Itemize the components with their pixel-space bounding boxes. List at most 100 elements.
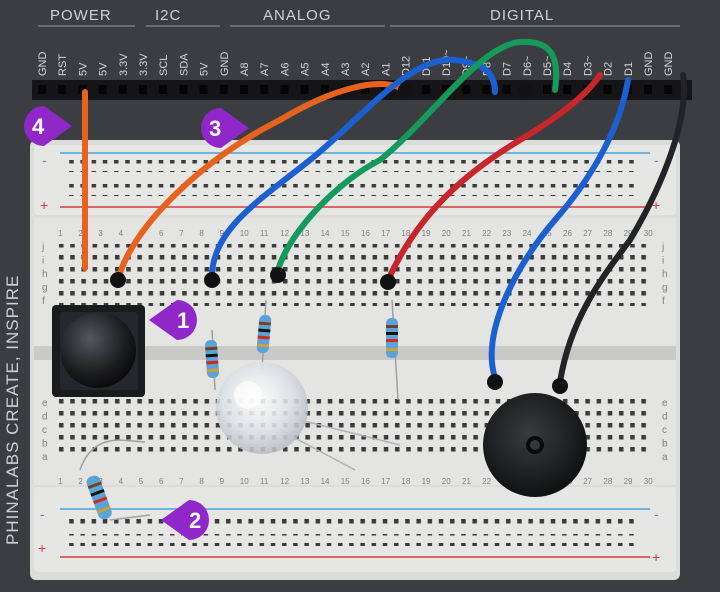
- header-socket: [300, 85, 309, 94]
- row-letter: j: [41, 242, 44, 253]
- header-socket: [219, 85, 228, 94]
- column-number: 7: [179, 477, 184, 486]
- pin-label: A5: [300, 63, 312, 76]
- column-number: 11: [260, 477, 269, 486]
- pin-label: D1: [623, 62, 635, 76]
- rail-minus-symbol: -: [40, 506, 45, 522]
- row-letter: f: [662, 296, 665, 307]
- row-letter: f: [42, 296, 45, 307]
- header-socket: [644, 85, 652, 94]
- push-button: [52, 305, 145, 397]
- wire-blue-d2: [488, 77, 631, 381]
- column-number: 15: [341, 477, 350, 486]
- wire-end-sockets: [110, 83, 568, 394]
- marker-label: 2: [189, 508, 201, 533]
- row-letter: b: [42, 439, 48, 450]
- header-socket: [421, 85, 430, 94]
- pin-label: GND: [37, 52, 49, 77]
- resistor-4: [79, 439, 151, 521]
- column-number: 15: [341, 229, 350, 238]
- header-socket: [462, 85, 471, 94]
- marker-3: 3: [201, 108, 249, 148]
- pin-label: D6~: [522, 56, 534, 77]
- resistor-2: [256, 299, 272, 371]
- row-letter: i: [42, 256, 44, 267]
- pin-label: A4: [320, 63, 332, 76]
- row-letter: c: [42, 425, 47, 436]
- column-number: 28: [603, 229, 612, 238]
- row-letter: a: [662, 452, 668, 463]
- column-number: 29: [624, 229, 633, 238]
- pin-label: SCL: [158, 55, 170, 76]
- header-socket: [502, 85, 511, 94]
- pin-label: D4: [562, 62, 574, 76]
- row-letter: h: [42, 269, 48, 280]
- column-number: 16: [361, 229, 370, 238]
- column-number: 12: [280, 477, 289, 486]
- header-socket: [260, 85, 269, 94]
- brand-side-text: PHINALABS CREATE, INSPIRE: [3, 275, 22, 545]
- header-socket: [38, 85, 46, 94]
- pin-label: A3: [340, 63, 352, 76]
- row-letter: d: [662, 412, 668, 423]
- column-number: 22: [482, 229, 491, 238]
- column-number: 19: [422, 477, 431, 486]
- column-number: 21: [462, 229, 471, 238]
- wire-blue-d10: [208, 56, 498, 283]
- wire-black-gnd: [557, 72, 687, 385]
- header-socket: [58, 85, 67, 94]
- column-number: 16: [361, 477, 370, 486]
- header-socket: [280, 85, 289, 94]
- column-number: 21: [462, 477, 471, 486]
- column-number: 13: [300, 229, 309, 238]
- pin-label: GND: [663, 52, 675, 77]
- pin-label: RST: [57, 54, 69, 76]
- jumper-wires: [82, 38, 687, 385]
- pin-label: A6: [279, 63, 291, 76]
- header-socket: [199, 85, 208, 94]
- pin-label: 3.3V: [138, 53, 150, 76]
- marker-1: 1: [149, 300, 197, 340]
- pin-label: A1: [380, 63, 392, 76]
- column-number: 30: [644, 229, 653, 238]
- header-socket: [603, 85, 612, 94]
- column-number: 30: [644, 477, 653, 486]
- column-number: 19: [422, 229, 431, 238]
- pin-label: D7: [502, 62, 514, 76]
- column-number: 4: [119, 229, 124, 238]
- column-number: 3: [98, 477, 103, 486]
- column-number: 1: [58, 477, 63, 486]
- header-label-analog: ANALOG: [263, 7, 332, 24]
- column-number: 27: [583, 477, 592, 486]
- header-socket: [563, 85, 572, 94]
- column-number: 7: [179, 229, 184, 238]
- column-number: 9: [220, 229, 225, 238]
- marker-label: 1: [177, 308, 189, 333]
- rail-minus-symbol: -: [654, 152, 659, 168]
- pin-label: D3~: [582, 56, 594, 77]
- rail-minus-symbol: -: [42, 152, 47, 168]
- row-letter: g: [662, 283, 668, 294]
- column-number: 12: [280, 229, 289, 238]
- column-number: 4: [119, 477, 124, 486]
- pin-label: GND: [219, 52, 231, 77]
- header-socket: [320, 85, 329, 94]
- rail-plus-symbol: +: [38, 540, 46, 556]
- column-number: 23: [502, 229, 511, 238]
- column-number: 6: [159, 229, 164, 238]
- column-number: 17: [381, 477, 390, 486]
- pin-label: 3.3V: [118, 53, 130, 76]
- pin-label: D5~: [542, 56, 554, 77]
- column-number: 22: [482, 477, 491, 486]
- column-number: 2: [78, 229, 83, 238]
- header-socket: [78, 85, 87, 94]
- header-socket: [118, 85, 127, 94]
- column-number: 28: [603, 477, 612, 486]
- row-letter: i: [662, 256, 664, 267]
- pin-label: A7: [259, 63, 271, 76]
- column-number: 17: [381, 229, 390, 238]
- column-number: 2: [78, 477, 83, 486]
- resistor-3: [386, 299, 399, 401]
- row-letter: e: [662, 398, 668, 409]
